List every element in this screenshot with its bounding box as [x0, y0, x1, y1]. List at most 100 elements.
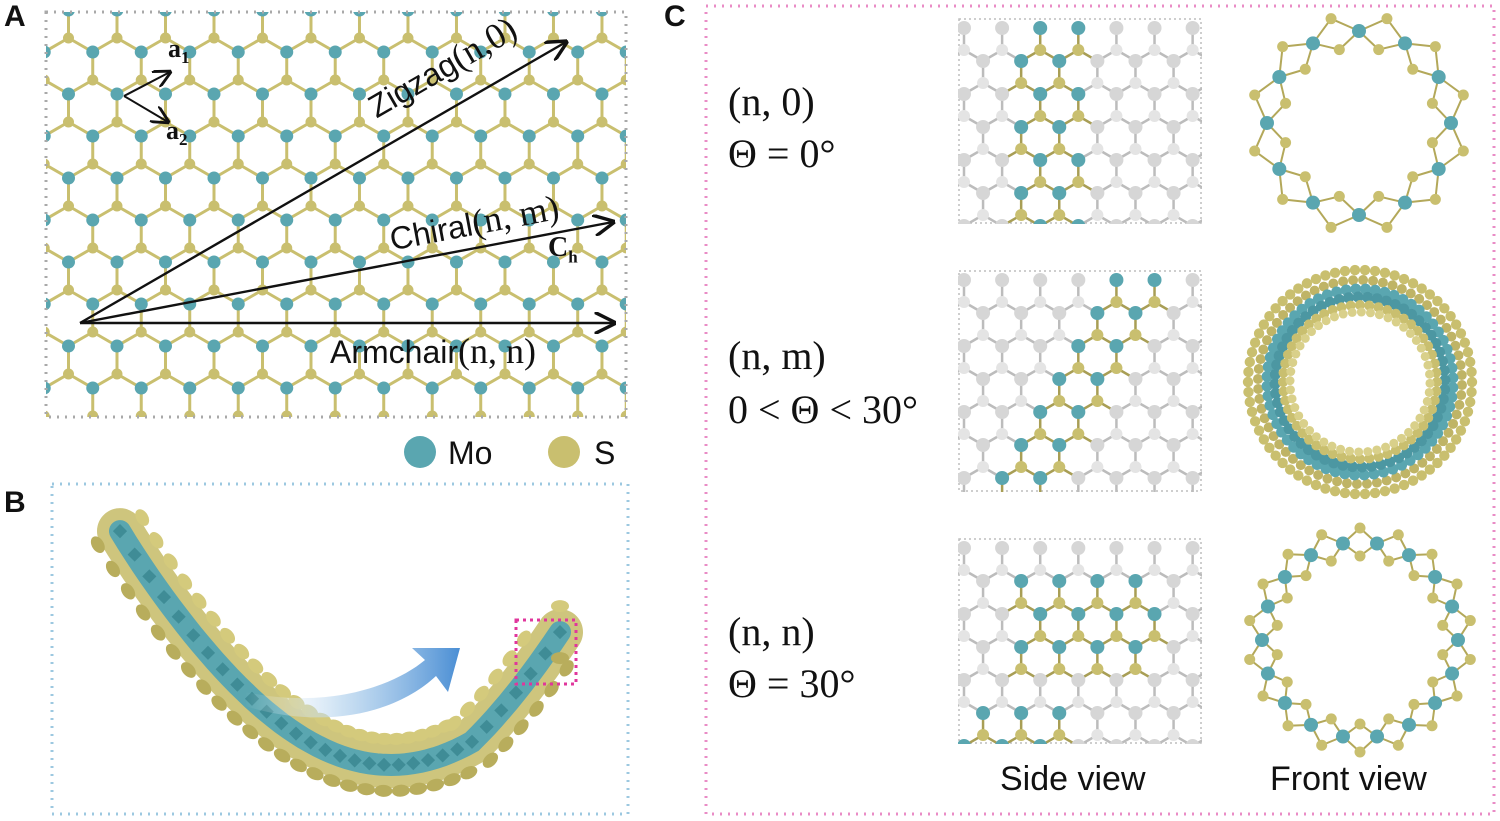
- grey-atom: [1129, 209, 1141, 221]
- s-atom: [1415, 414, 1424, 423]
- grey-atom: [1110, 44, 1122, 56]
- grey-atom: [1167, 120, 1181, 134]
- s-atom: [1336, 445, 1345, 454]
- mo-atom: [1014, 438, 1028, 452]
- s-atom: [1110, 630, 1122, 642]
- grey-atom: [1091, 461, 1103, 473]
- grey-atom: [1187, 176, 1199, 188]
- grey-atom: [995, 607, 1009, 621]
- s-atom: [1425, 388, 1434, 397]
- s-atom: [1288, 394, 1297, 403]
- s-atom: [1316, 529, 1327, 540]
- s-atom: [1326, 556, 1337, 567]
- grey-atom: [996, 630, 1008, 642]
- s-atom: [1302, 475, 1312, 485]
- grey-atom: [977, 77, 989, 89]
- s-atom: [1015, 77, 1027, 89]
- s-atom: [1129, 329, 1141, 341]
- s-atom: [1283, 549, 1294, 560]
- grey-atom: [1168, 461, 1180, 473]
- grey-atom: [977, 143, 989, 155]
- grey-atom: [995, 273, 1009, 287]
- mo-atom: [1052, 186, 1066, 200]
- s-atom: [1293, 283, 1303, 293]
- grey-atom: [977, 395, 989, 407]
- s-atom: [1463, 347, 1473, 357]
- s-atom: [1408, 278, 1418, 288]
- s-atom: [1372, 445, 1381, 454]
- grey-atom: [995, 87, 1009, 101]
- grey-atom: [995, 541, 1009, 555]
- s-atom: [1291, 349, 1300, 358]
- s-atom: [1296, 341, 1305, 350]
- grey-atom: [1167, 306, 1181, 320]
- grey-atom: [1168, 395, 1180, 407]
- grey-atom: [1168, 77, 1180, 89]
- s-atom: [1072, 630, 1084, 642]
- s-atom: [1426, 720, 1437, 731]
- s-atom: [1245, 397, 1255, 407]
- s-atom: [1254, 328, 1264, 338]
- grey-atom: [1071, 673, 1085, 687]
- s-atom: [1072, 428, 1084, 440]
- grey-atom: [1167, 706, 1181, 720]
- mo-atom: [1255, 633, 1269, 647]
- s-atom: [1015, 209, 1027, 221]
- mo-atom: [1445, 599, 1459, 613]
- s-atom: [1249, 145, 1260, 156]
- s-atom: [1339, 310, 1348, 319]
- s-atom: [1451, 579, 1462, 590]
- s-atom: [1393, 740, 1404, 751]
- s-atom: [1378, 278, 1388, 288]
- s-atom: [1408, 475, 1418, 485]
- grey-atom: [1187, 362, 1199, 374]
- s-atom: [1407, 171, 1418, 182]
- grey-atom: [1128, 438, 1142, 452]
- s-atom: [1417, 470, 1427, 480]
- mo-atom: [1445, 667, 1459, 681]
- grey-atom: [977, 209, 989, 221]
- s-atom: [1330, 486, 1340, 496]
- s-atom: [1406, 329, 1415, 338]
- grey-atom: [958, 696, 970, 708]
- grey-atom: [996, 696, 1008, 708]
- row2-angle: 0 < Θ < 30°: [728, 390, 918, 430]
- grey-atom: [1148, 405, 1162, 419]
- s-atom: [1034, 428, 1046, 440]
- s-atom: [1458, 145, 1469, 156]
- s-atom: [1320, 270, 1330, 280]
- grey-atom: [1110, 110, 1122, 122]
- s-atom: [1326, 222, 1337, 233]
- s-atom: [1420, 406, 1429, 415]
- grey-atom: [1186, 339, 1200, 353]
- grey-atom: [1014, 372, 1028, 386]
- grey-atom: [1148, 153, 1162, 167]
- s-atom: [1410, 421, 1419, 430]
- s-atom: [1149, 630, 1161, 642]
- grey-atom: [1090, 186, 1104, 200]
- mo-atom: [1014, 186, 1028, 200]
- mo-atom: [1402, 548, 1416, 562]
- s-atom: [1311, 274, 1321, 284]
- s-atom: [1294, 411, 1303, 420]
- grey-atom: [1186, 273, 1200, 287]
- grey-atom: [1072, 696, 1084, 708]
- s-atom: [1250, 416, 1260, 426]
- s-atom: [1053, 663, 1065, 675]
- grey-atom: [1187, 428, 1199, 440]
- grey-atom: [1090, 438, 1104, 452]
- s-atom: [1330, 268, 1340, 278]
- s-atom: [1305, 426, 1314, 435]
- s-atom: [1392, 318, 1401, 327]
- mo-atom: [1304, 548, 1318, 562]
- grey-atom: [1090, 706, 1104, 720]
- mo-atom: [1052, 574, 1066, 588]
- grey-atom: [1091, 729, 1103, 741]
- s-atom: [1389, 439, 1398, 448]
- mo-atom: [1261, 667, 1275, 681]
- grey-atom: [1091, 143, 1103, 155]
- ring-atoms: [1249, 13, 1469, 233]
- mo-atom: [1278, 570, 1292, 584]
- mo-atom: [995, 471, 1009, 485]
- s-atom: [1302, 278, 1312, 288]
